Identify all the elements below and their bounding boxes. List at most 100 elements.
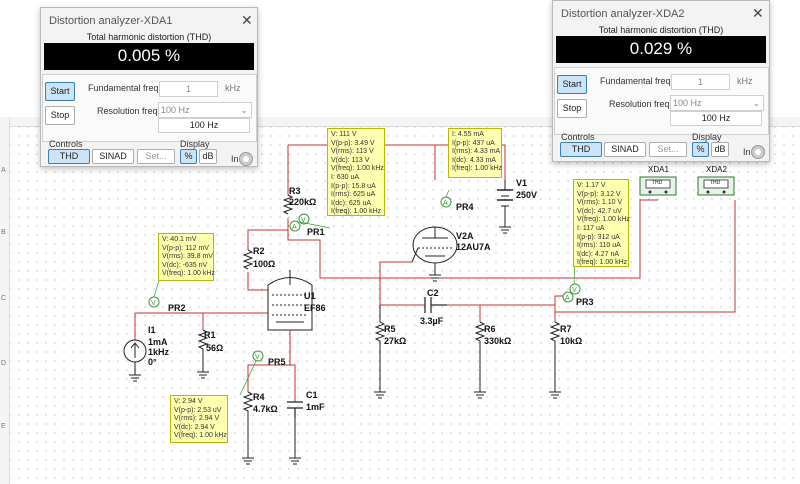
row-label-c: C bbox=[1, 295, 7, 302]
probe-reading: V(dc): 42.7 uV bbox=[577, 207, 622, 215]
xda1-title: Distortion analyzer-XDA1 bbox=[49, 15, 173, 27]
tube-u1[interactable] bbox=[267, 270, 313, 331]
svg-text:V: V bbox=[572, 287, 577, 294]
xda1-set-button[interactable]: Set... bbox=[137, 149, 175, 164]
xda2-set-button[interactable]: Set... bbox=[649, 142, 687, 157]
xda1-res-label: Resolution freq. bbox=[97, 106, 161, 116]
xda2-res-label: Resolution freq. bbox=[609, 99, 673, 109]
probe-reading: V(p-p): 2.53 uV bbox=[174, 406, 222, 414]
xda2-in-label: In bbox=[743, 147, 751, 157]
probe-reading: V(dc): 2.94 V bbox=[174, 423, 215, 431]
xda2-fund-label: Fundamental freq. bbox=[600, 76, 674, 86]
probe-reading: V: 111 V bbox=[331, 131, 357, 138]
current-source-i1[interactable] bbox=[123, 339, 147, 363]
battery-v1[interactable] bbox=[497, 180, 513, 210]
xda2-panel[interactable]: Distortion analyzer-XDA2 ✕ Total harmoni… bbox=[552, 0, 770, 162]
svg-text:V: V bbox=[301, 217, 306, 224]
row-label-a: A bbox=[1, 167, 6, 174]
xda2-res-select[interactable]: 100 Hz ⌄ bbox=[670, 95, 764, 111]
probe-reading: V(rms): 39.8 mV bbox=[162, 253, 213, 261]
xda1-sinad-button[interactable]: SINAD bbox=[92, 149, 134, 164]
probe-reading: V(freq): 1.00 kHz bbox=[331, 165, 384, 173]
xda1-input-terminal-icon[interactable] bbox=[239, 152, 253, 166]
xda2-start-button[interactable]: Start bbox=[557, 75, 587, 94]
xda2-res-select-value: 100 Hz bbox=[673, 98, 702, 108]
capacitor-symbols bbox=[287, 297, 447, 418]
svg-text:A: A bbox=[443, 200, 448, 207]
probe-reading: I(freq): 1.00 kHz bbox=[331, 208, 382, 216]
xda1-thd-caption: Total harmonic distortion (THD) bbox=[86, 32, 212, 42]
xda1-panel[interactable]: Distortion analyzer-XDA1 ✕ Total harmoni… bbox=[40, 7, 258, 167]
xda1-db-button[interactable]: dB bbox=[199, 149, 217, 164]
probe-reading: I(rms): 4.33 mA bbox=[452, 148, 501, 156]
xda2-fund-unit: kHz bbox=[737, 76, 753, 86]
xda1-thd-button[interactable]: THD bbox=[48, 149, 90, 164]
probe-reading: V(rms): 113 V bbox=[331, 148, 374, 156]
xda2-close-icon[interactable]: ✕ bbox=[752, 5, 764, 21]
xda2-thd-display: 0.029 % bbox=[556, 36, 766, 63]
probe-reading: V: 1.17 V bbox=[577, 182, 606, 189]
probe-reading: V(p-p): 112 mV bbox=[162, 244, 209, 252]
xda2-instrument[interactable] bbox=[697, 176, 735, 196]
xda1-instrument[interactable] bbox=[639, 176, 677, 196]
xda2-sinad-button[interactable]: SINAD bbox=[604, 142, 646, 157]
probe-reading: I: 630 uA bbox=[331, 173, 360, 181]
xda2-display-label: Display bbox=[692, 132, 722, 142]
probe-reading: V(dc): 113 V bbox=[331, 156, 370, 164]
xda2-stop-button[interactable]: Stop bbox=[557, 99, 587, 118]
xda1-fund-label: Fundamental freq. bbox=[88, 83, 162, 93]
row-label-e: E bbox=[1, 423, 6, 430]
probe-reading: I(rms): 625 uA bbox=[331, 191, 376, 199]
xda2-fund-input[interactable]: 1 bbox=[671, 74, 730, 90]
probe-reading: I(freq): 1.00 kHz bbox=[577, 259, 628, 267]
probe-reading: V(dc): -635 nV bbox=[162, 261, 208, 269]
xda2-thd-button[interactable]: THD bbox=[560, 142, 602, 157]
probe-reading: V(p-p): 3.12 V bbox=[577, 190, 621, 198]
xda2-controls-label: Controls bbox=[561, 132, 595, 142]
probe-markers[interactable]: A V A V A V V bbox=[148, 196, 581, 362]
svg-text:V: V bbox=[151, 300, 156, 307]
probe-reading: V(rms): 2.94 V bbox=[174, 415, 220, 423]
xda1-stop-button[interactable]: Stop bbox=[45, 106, 75, 125]
probe-reading: V(freq): 1.00 kHz bbox=[577, 216, 630, 224]
xda1-close-icon[interactable]: ✕ bbox=[241, 12, 253, 28]
probe-reading: I(rms): 110 uA bbox=[577, 242, 621, 250]
probe-reading: I(dc): 4.33 mA bbox=[452, 156, 496, 164]
tube-v2a[interactable] bbox=[411, 226, 458, 264]
probe-reading: I: 4.55 mA bbox=[452, 131, 484, 138]
xda1-fund-unit: kHz bbox=[225, 83, 241, 93]
xda1-start-button[interactable]: Start bbox=[45, 82, 75, 101]
xda1-controls-label: Controls bbox=[49, 139, 83, 149]
probe-reading: V(rms): 1.10 V bbox=[577, 199, 623, 207]
probe-reading: I(p-p): 437 uA bbox=[452, 139, 495, 147]
resistor-symbols bbox=[197, 194, 561, 424]
probe-reading: I(dc): 625 uA bbox=[331, 199, 372, 207]
svg-text:A: A bbox=[565, 295, 570, 302]
xda1-percent-button[interactable]: % bbox=[180, 149, 197, 164]
xda2-input-terminal-icon[interactable] bbox=[751, 145, 765, 159]
probe-reading: I(p-p): 312 uA bbox=[577, 233, 620, 241]
chevron-down-icon: ⌄ bbox=[240, 105, 248, 115]
xda1-display-label: Display bbox=[180, 139, 210, 149]
top-ruler bbox=[0, 117, 800, 127]
xda2-title: Distortion analyzer-XDA2 bbox=[561, 8, 685, 20]
ground-wires bbox=[129, 210, 561, 465]
probe-reading: V(freq): 1.00 kHz bbox=[162, 270, 215, 278]
probe-reading: I(dc): 4.27 nA bbox=[577, 250, 620, 258]
xda2-db-button[interactable]: dB bbox=[711, 142, 729, 157]
svg-text:V: V bbox=[255, 354, 260, 361]
xda1-fund-input[interactable]: 1 bbox=[159, 81, 218, 97]
xda2-percent-button[interactable]: % bbox=[692, 142, 709, 157]
xda1-res-select[interactable]: 100 Hz ⌄ bbox=[158, 102, 252, 118]
row-label-b: B bbox=[1, 229, 6, 236]
probe-reading: V(freq): 1.00 kHz bbox=[174, 432, 227, 440]
probe-reading: I(p-p): 15.8 uA bbox=[331, 182, 376, 190]
svg-text:A: A bbox=[292, 224, 297, 231]
left-ruler: A B C D E bbox=[0, 117, 10, 484]
